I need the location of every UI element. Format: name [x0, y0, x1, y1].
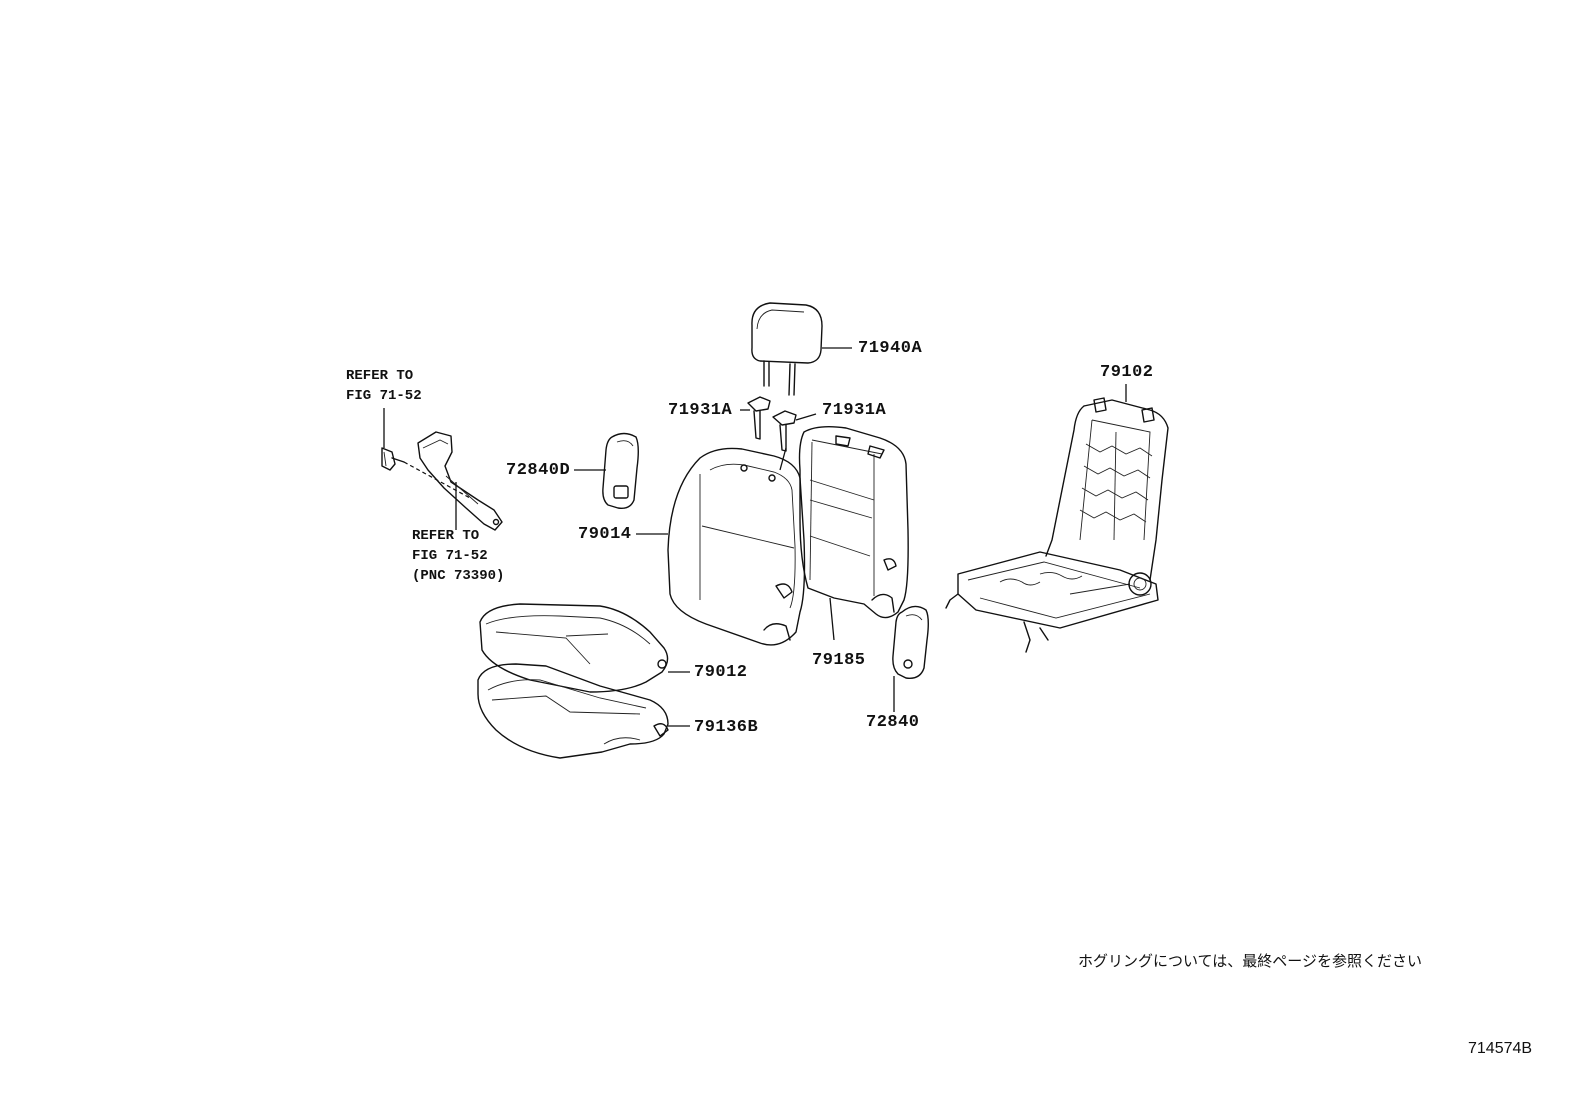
side-cover-right-drawing	[892, 605, 929, 712]
reference-bottom-line-2: FIG 71-52	[412, 548, 488, 564]
label-headrest[interactable]: 71940A	[858, 339, 923, 358]
label-support-right[interactable]: 71931A	[822, 401, 887, 420]
label-support-left[interactable]: 71931A	[668, 401, 733, 420]
seat-frame-drawing	[945, 384, 1169, 653]
label-back-cover[interactable]: 79014	[578, 525, 632, 544]
label-back-pad[interactable]: 79185	[812, 651, 866, 670]
reference-top-line-1: REFER TO	[346, 368, 414, 384]
headrest-drawing	[751, 302, 852, 396]
seat-cushion-pad-drawing	[477, 663, 690, 759]
hog-ring-note: ホグリングについては、最終ページを参照ください	[1078, 952, 1422, 970]
side-cover-left-drawing	[574, 432, 639, 510]
seat-back-pad-drawing	[779, 425, 909, 641]
seat-cushion-cover-drawing	[479, 603, 690, 693]
label-side-cover-right[interactable]: 72840	[866, 713, 920, 732]
label-cushion-cover[interactable]: 79012	[694, 663, 748, 682]
reference-note-bottom: REFER TO FIG 71-52 (PNC 73390)	[412, 526, 504, 586]
reference-top-line-2: FIG 71-52	[346, 388, 422, 404]
reference-bottom-line-3: (PNC 73390)	[412, 568, 505, 584]
reference-note-top: REFER TO FIG 71-52	[346, 366, 422, 406]
figure-number: 714574B	[1468, 1040, 1533, 1057]
seat-belt-buckle-drawing	[381, 408, 503, 531]
headrest-supports-drawing	[740, 396, 817, 452]
label-cushion-pad[interactable]: 79136B	[694, 718, 759, 737]
reference-bottom-line-1: REFER TO	[412, 528, 480, 544]
label-frame[interactable]: 79102	[1100, 363, 1154, 382]
label-side-cover-left[interactable]: 72840D	[506, 461, 571, 480]
seat-back-cover-drawing	[636, 447, 806, 646]
